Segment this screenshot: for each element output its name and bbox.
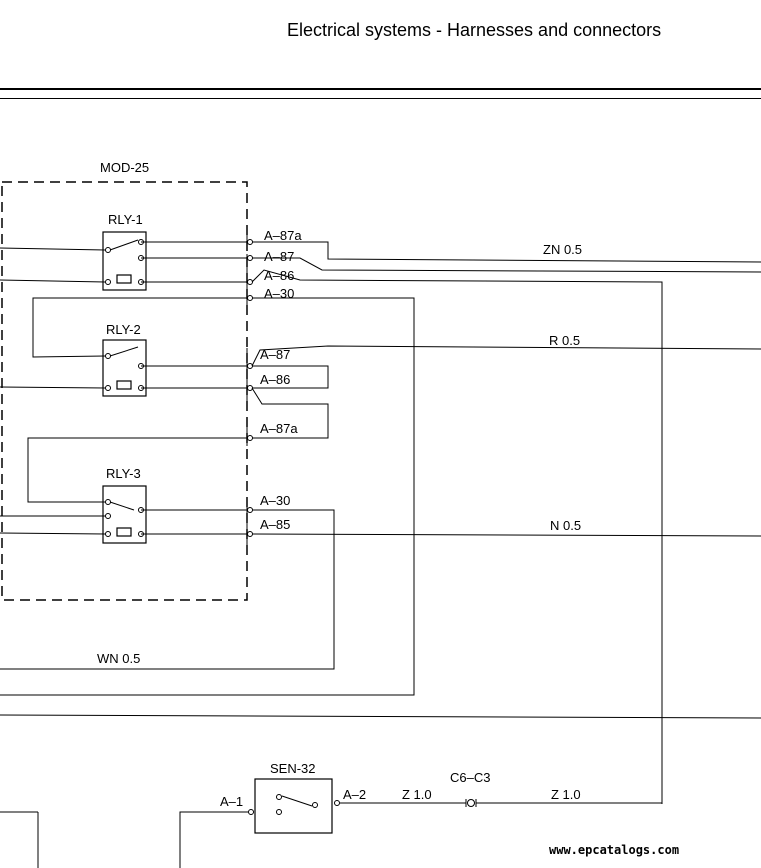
relay-1-label: RLY-1 — [108, 212, 143, 227]
sensor-pin-a1: A–1 — [220, 794, 243, 809]
pin-a87a-mid: A–87a — [260, 421, 298, 436]
pin-a86-top: A–86 — [264, 268, 294, 283]
sensor-label: SEN-32 — [270, 761, 316, 776]
page-title: Electrical systems - Harnesses and conne… — [287, 20, 662, 40]
relay-1 — [102, 231, 147, 291]
connector-label: C6–C3 — [450, 770, 490, 785]
wire-label-zn: ZN 0.5 — [543, 242, 582, 257]
relay-2-label: RLY-2 — [106, 322, 141, 337]
relay-3-label: RLY-3 — [106, 466, 141, 481]
relay-3 — [102, 485, 147, 544]
pin-a87-top: A–87 — [264, 249, 294, 264]
header-rule-thin — [0, 98, 761, 99]
wire-label-z-left: Z 1.0 — [402, 787, 432, 802]
header-rule-thick — [0, 88, 761, 90]
sensor-32 — [248, 778, 340, 834]
inline-connector — [465, 799, 477, 807]
pin-a85-low: A–85 — [260, 517, 290, 532]
wire-label-wn: WN 0.5 — [97, 651, 140, 666]
wire-label-z-right: Z 1.0 — [551, 787, 581, 802]
pin-a87-mid: A–87 — [260, 347, 290, 362]
watermark-link[interactable]: www.epcatalogs.com — [549, 843, 680, 857]
sensor-pin-a2: A–2 — [343, 787, 366, 802]
wire-label-r: R 0.5 — [549, 333, 580, 348]
pin-a86-mid: A–86 — [260, 372, 290, 387]
module-label: MOD-25 — [100, 160, 149, 175]
pin-a30-top: A–30 — [264, 286, 294, 301]
pin-a30-low: A–30 — [260, 493, 290, 508]
relay-2 — [102, 339, 147, 397]
wire-label-n: N 0.5 — [550, 518, 581, 533]
pin-a87a-top: A–87a — [264, 228, 302, 243]
